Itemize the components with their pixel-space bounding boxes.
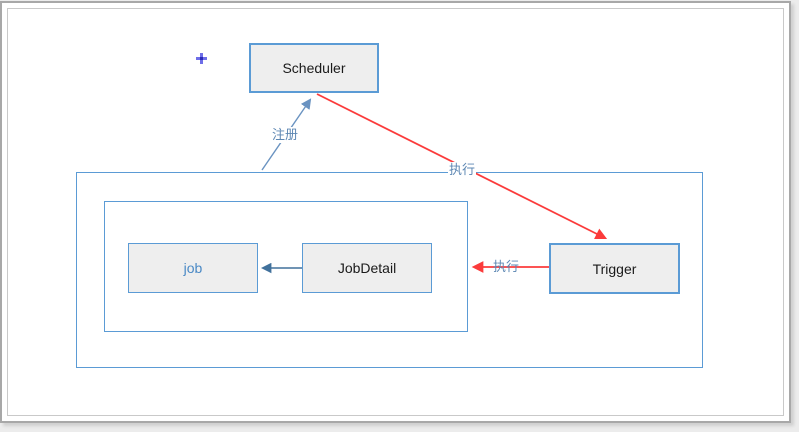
node-scheduler[interactable]: Scheduler	[249, 43, 379, 93]
edge-label-execute-trigger: 执行	[448, 162, 477, 178]
node-job[interactable]: job	[128, 243, 258, 293]
image-frame	[0, 1, 791, 423]
node-trigger[interactable]: Trigger	[549, 243, 680, 294]
crosshair-plus-icon	[196, 53, 207, 64]
node-job-label: job	[183, 260, 203, 276]
edge-label-register: 注册	[271, 127, 300, 143]
edge-label-execute-job: 执行	[493, 259, 520, 274]
node-jobdetail-label: JobDetail	[337, 260, 397, 276]
image-frame-inner-border	[7, 8, 784, 416]
node-jobdetail[interactable]: JobDetail	[302, 243, 432, 293]
node-scheduler-label: Scheduler	[282, 60, 346, 76]
node-trigger-label: Trigger	[592, 260, 637, 277]
job-group-container	[104, 201, 468, 332]
scheduler-context-container	[76, 172, 703, 368]
